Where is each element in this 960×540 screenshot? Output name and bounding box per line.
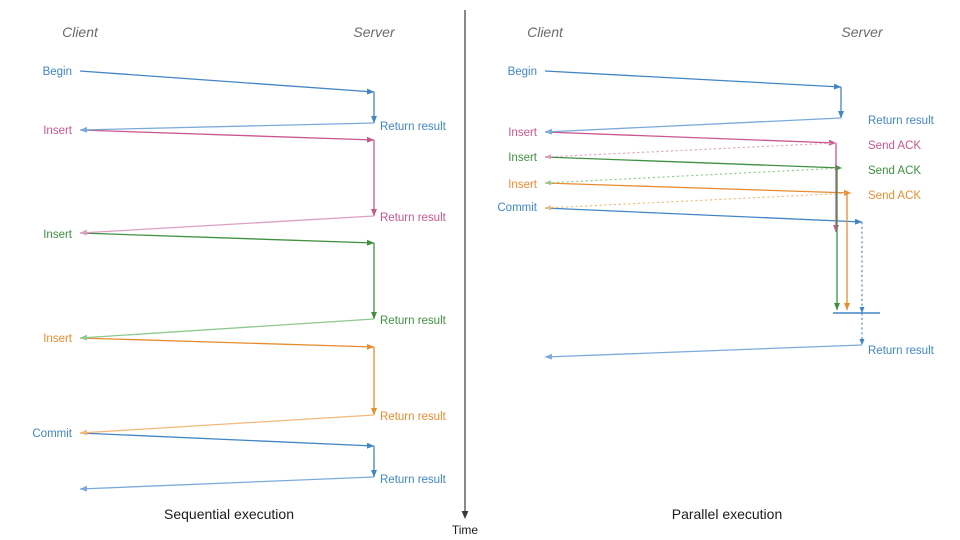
commit-label: Commit bbox=[497, 202, 537, 214]
insert-label: Insert bbox=[43, 229, 73, 241]
commit-request bbox=[544, 207, 863, 225]
commit-request bbox=[79, 432, 375, 449]
insert-label: Insert bbox=[43, 333, 73, 345]
server-lane-title: Server bbox=[353, 24, 396, 40]
insert2-ack bbox=[544, 167, 843, 186]
return-result-label: Return result bbox=[380, 315, 447, 327]
send-ack-label: Send ACK bbox=[868, 140, 921, 152]
commit-response bbox=[79, 476, 375, 492]
panel-caption: Parallel execution bbox=[672, 506, 783, 522]
insert2-response bbox=[79, 318, 375, 341]
commit-response bbox=[544, 344, 863, 360]
return-result-label: Return result bbox=[868, 115, 935, 127]
begin-response bbox=[544, 117, 842, 135]
return-result-label: Return result bbox=[380, 474, 447, 486]
begin-label: Begin bbox=[43, 66, 72, 78]
send-ack-label: Send ACK bbox=[868, 190, 921, 202]
insert3-request bbox=[544, 182, 852, 196]
insert2-request bbox=[79, 232, 375, 246]
begin-request bbox=[79, 70, 375, 95]
begin-label: Begin bbox=[508, 66, 537, 78]
insert1-request bbox=[544, 131, 837, 146]
insert-label: Insert bbox=[508, 152, 538, 164]
insert-label: Insert bbox=[508, 127, 538, 139]
time-axis: Time bbox=[452, 60, 479, 537]
return-result-label: Return result bbox=[380, 121, 447, 133]
send-ack-label: Send ACK bbox=[868, 165, 921, 177]
insert-label: Insert bbox=[43, 125, 73, 137]
begin-request bbox=[544, 70, 842, 90]
commit-label: Commit bbox=[32, 428, 72, 440]
panel-caption: Sequential execution bbox=[164, 506, 294, 522]
insert1-request bbox=[79, 129, 375, 143]
client-lane-title: Client bbox=[62, 24, 99, 40]
server-lane-title: Server bbox=[841, 24, 884, 40]
insert-label: Insert bbox=[508, 179, 538, 191]
return-result-label: Return result bbox=[380, 212, 447, 224]
return-result-label: Return result bbox=[868, 345, 935, 357]
insert1-response bbox=[79, 215, 375, 236]
begin-response bbox=[79, 122, 375, 133]
return-result-label: Return result bbox=[380, 411, 447, 423]
insert3-response bbox=[79, 414, 375, 436]
client-lane-title: Client bbox=[527, 24, 564, 40]
insert1-ack bbox=[544, 142, 837, 160]
insert2-request bbox=[544, 156, 843, 171]
insert3-request bbox=[79, 337, 375, 350]
time-axis-label: Time bbox=[452, 523, 479, 537]
insert3-ack bbox=[544, 192, 852, 211]
